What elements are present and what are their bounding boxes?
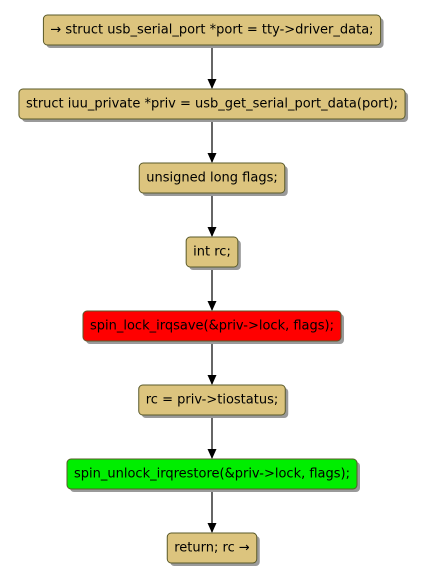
flow-node-n6: rc = priv->tiostatus; xyxy=(138,384,289,418)
node-label: spin_lock_irqsave(&priv->lock, flags); xyxy=(90,319,334,334)
flow-node-n7: spin_unlock_irqrestore(&priv->lock, flag… xyxy=(66,458,360,492)
nodes: → struct usb_serial_port *port = tty->dr… xyxy=(18,14,409,566)
node-box xyxy=(138,162,286,194)
node-label: spin_unlock_irqrestore(&priv->lock, flag… xyxy=(74,467,350,482)
node-label: rc = priv->tiostatus; xyxy=(146,393,279,408)
arrowhead-icon xyxy=(207,79,217,89)
flow-node-n2: struct iuu_private *priv = usb_get_seria… xyxy=(18,88,409,122)
arrowhead-icon xyxy=(207,227,217,237)
arrowhead-icon xyxy=(207,449,217,459)
node-box xyxy=(18,88,406,120)
node-box xyxy=(82,310,342,342)
node-label: return; rc → xyxy=(174,541,250,556)
node-box xyxy=(166,532,258,564)
node-label: → struct usb_serial_port *port = tty->dr… xyxy=(50,23,373,38)
flow-node-n4: int rc; xyxy=(185,236,241,270)
arrowhead-icon xyxy=(207,523,217,533)
node-label: int rc; xyxy=(193,245,231,260)
node-box xyxy=(66,458,358,490)
arrowhead-icon xyxy=(207,301,217,311)
node-box xyxy=(42,14,382,46)
node-label: struct iuu_private *priv = usb_get_seria… xyxy=(26,97,398,112)
flow-node-n5: spin_lock_irqsave(&priv->lock, flags); xyxy=(82,310,345,344)
arrowhead-icon xyxy=(207,375,217,385)
node-box xyxy=(185,236,239,268)
node-label: unsigned long flags; xyxy=(146,171,278,186)
arrowhead-icon xyxy=(207,153,217,163)
flow-node-n8: return; rc → xyxy=(166,532,260,566)
flow-node-n1: → struct usb_serial_port *port = tty->dr… xyxy=(42,14,384,48)
flow-node-n3: unsigned long flags; xyxy=(138,162,288,196)
node-box xyxy=(138,384,286,416)
edges xyxy=(207,45,217,533)
